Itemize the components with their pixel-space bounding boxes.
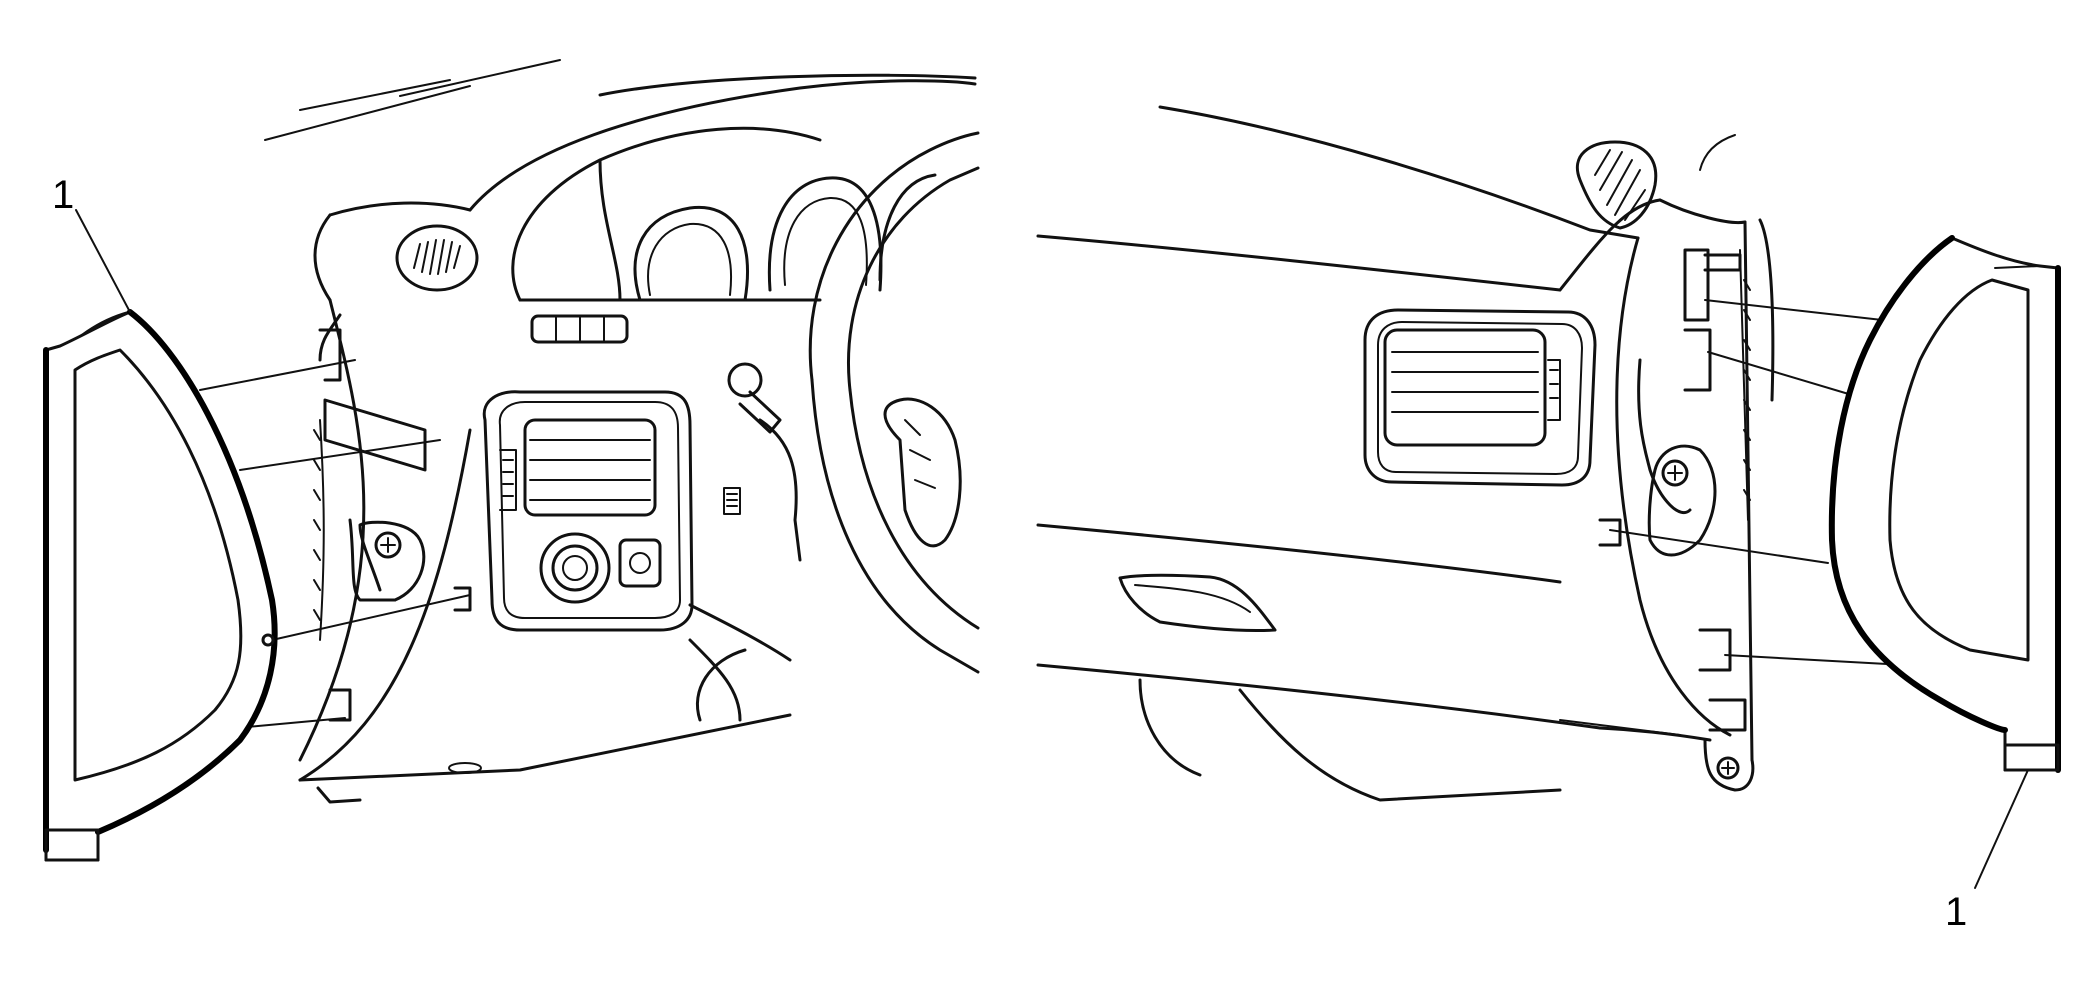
left-center-stack: [482, 390, 694, 632]
callout-label-right: 1: [1945, 890, 1967, 934]
left-windshield-lines: [264, 59, 561, 141]
callout-1-right: 1: [1945, 769, 2029, 934]
left-dash-upper-shroud: [313, 73, 977, 302]
left-dash-end-bracket: [313, 328, 472, 722]
right-lower-dash: [1036, 523, 1712, 802]
left-ignition-key: [727, 362, 802, 562]
right-dash-end-bracket: [1598, 198, 1775, 792]
left-speaker-grille: [395, 224, 479, 292]
right-view-passenger-side: 1: [1036, 105, 2061, 934]
left-end-trim-panel: [43, 309, 278, 862]
left-steering-wheel: [808, 131, 980, 674]
left-hazard-switch: [723, 487, 741, 515]
right-end-trim-panel: [1828, 235, 2061, 773]
left-gauge-cluster: [633, 173, 937, 302]
right-speaker-grille: [1576, 140, 1658, 230]
left-switch-bank: [530, 314, 629, 344]
callout-label-left: 1: [52, 173, 74, 217]
left-view-driver-side: 1: [43, 59, 980, 862]
left-lower-dash: [298, 298, 792, 804]
right-clip-guide-lines: [1609, 299, 1906, 666]
left-clip-guide-lines: [199, 359, 471, 731]
callout-1-left: 1: [52, 173, 131, 313]
right-center-vent: [1363, 308, 1597, 487]
